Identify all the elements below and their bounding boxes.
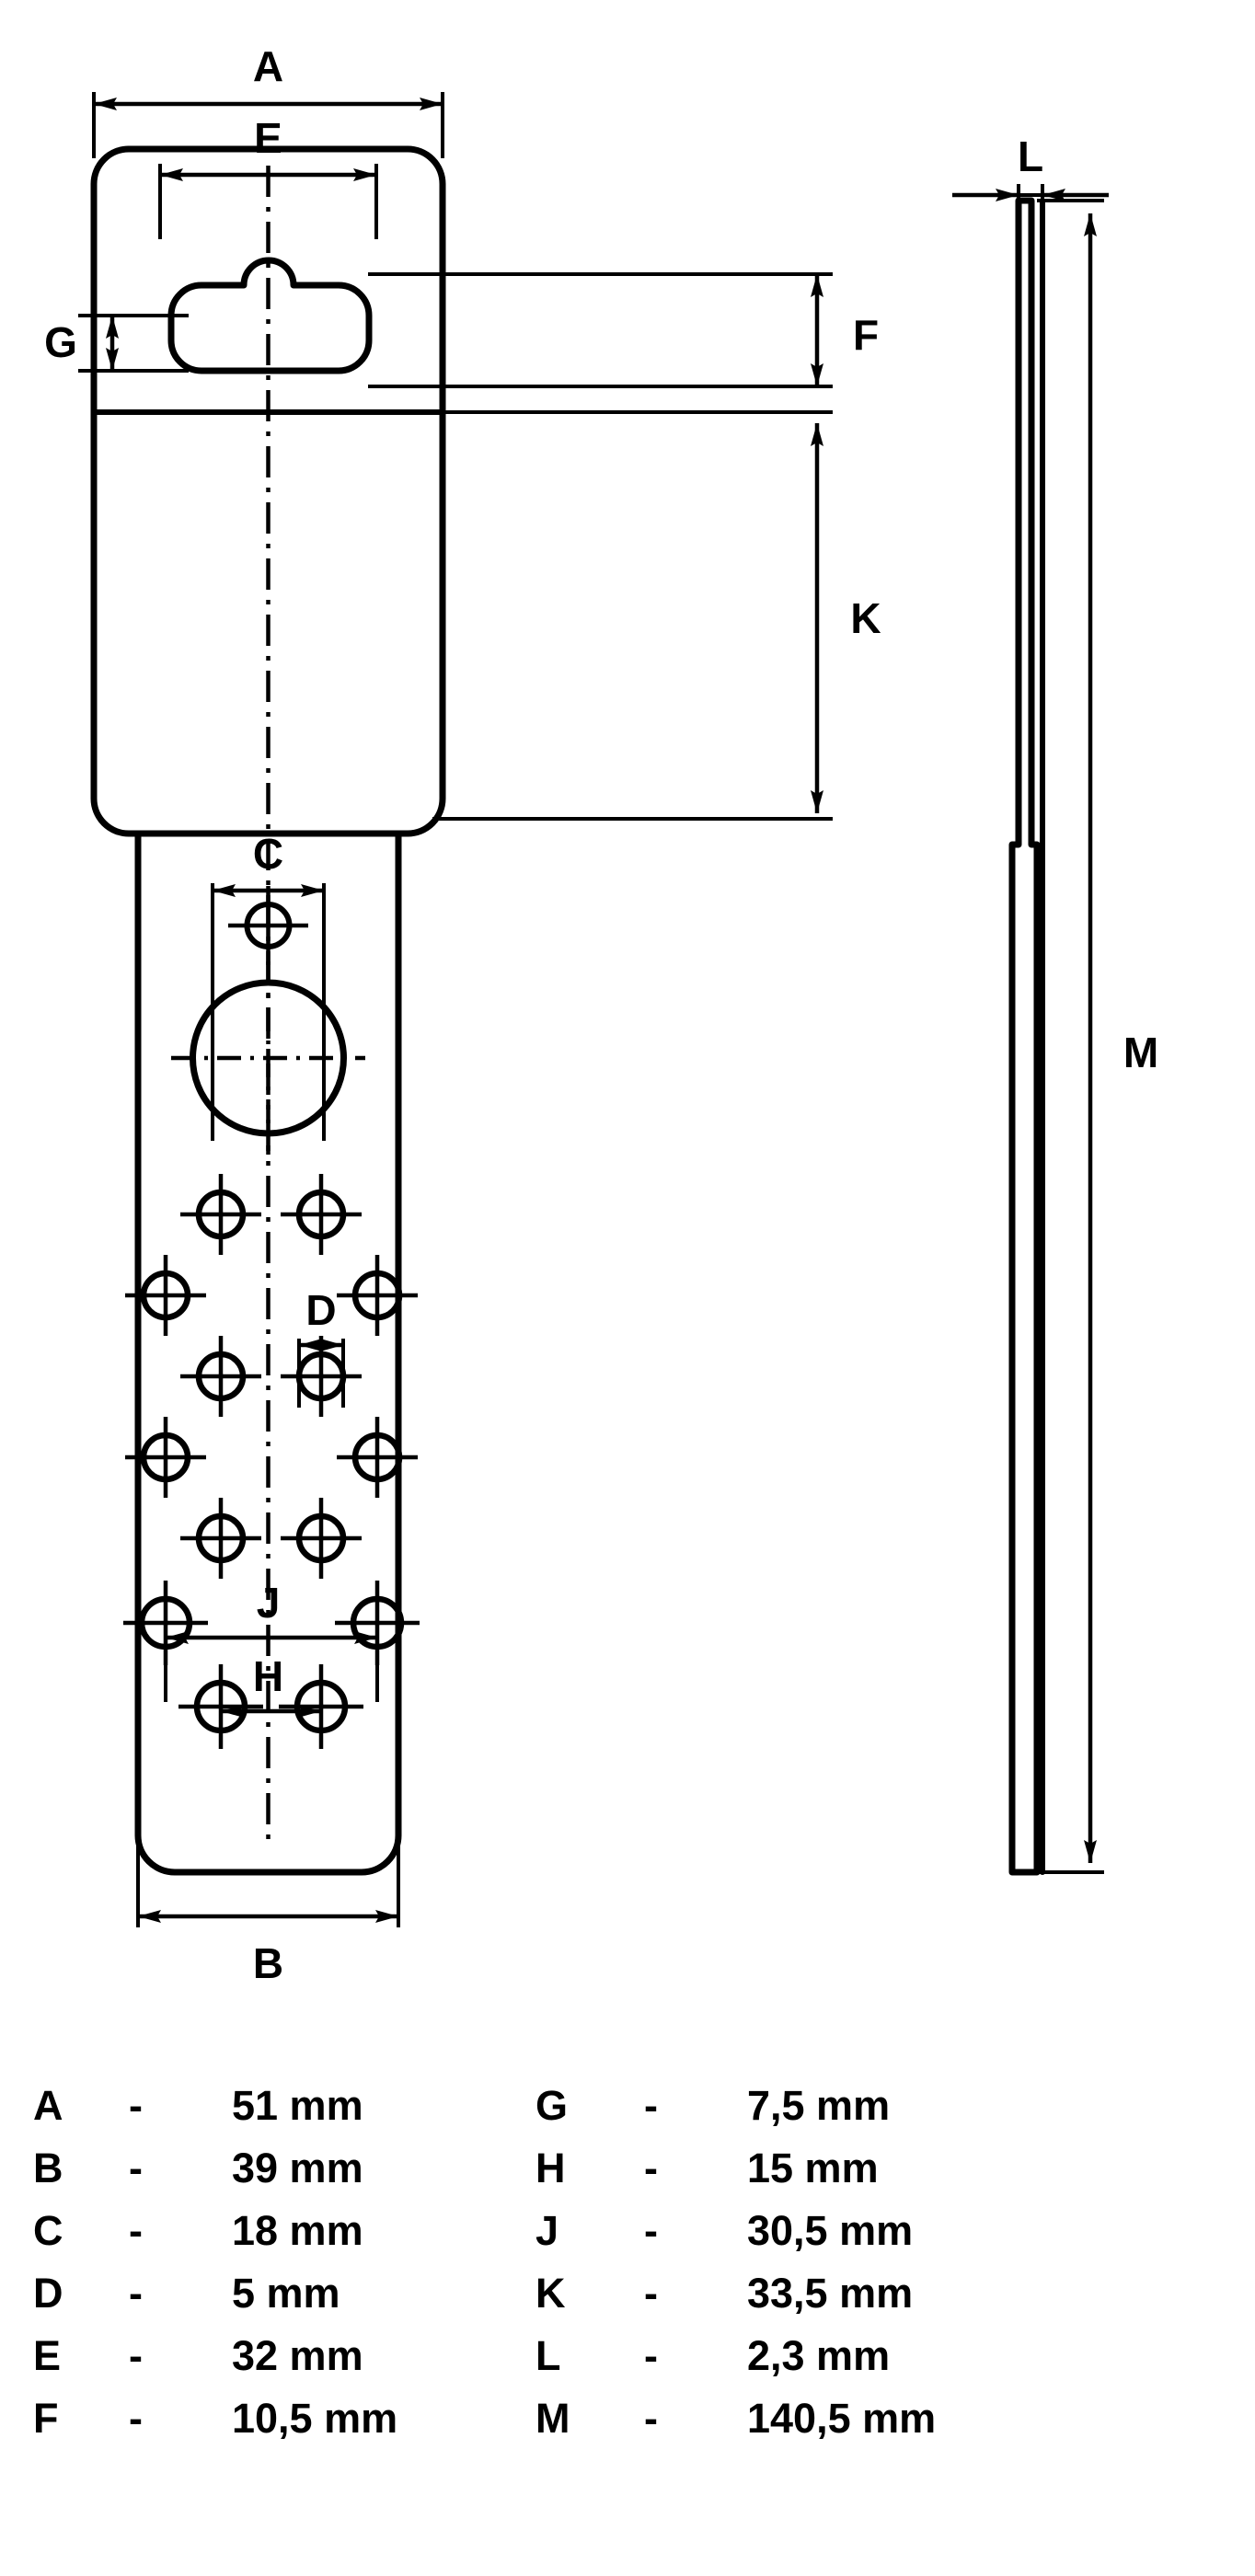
legend-value: 51 mm: [232, 2082, 363, 2129]
dimension-label-h: H: [253, 1652, 283, 1700]
dimension-label-c: C: [253, 830, 283, 878]
hole: [180, 1336, 261, 1417]
legend-dash: -: [644, 2082, 658, 2129]
legend-key: M: [535, 2395, 570, 2442]
blade-outline: [134, 830, 402, 1876]
table-row: A - 51 mm G - 7,5 mm: [33, 2075, 1202, 2137]
legend-dash: -: [644, 2395, 658, 2442]
dimension-label-e: E: [254, 114, 282, 162]
head-outline-right: [125, 145, 446, 837]
legend-dash: -: [129, 2332, 143, 2379]
dimension-b: B: [136, 1831, 400, 1987]
legend-key: G: [535, 2082, 569, 2129]
table-row: E - 32 mm L - 2,3 mm: [33, 2325, 1202, 2387]
table-row: D - 5 mm K - 33,5 mm: [33, 2262, 1202, 2325]
legend-table: A - 51 mm G - 7,5 mm B - 39 mm H - 15 mm…: [33, 2075, 1202, 2450]
dimension-f: F: [368, 272, 879, 388]
dimension-d: D: [297, 1286, 345, 1408]
keyhole-slot: [167, 257, 373, 374]
dimension-k: K: [432, 410, 881, 821]
legend-dash: -: [129, 2270, 143, 2317]
legend-value: 7,5 mm: [747, 2082, 891, 2129]
dimension-label-b: B: [253, 1939, 283, 1987]
legend-value: 5 mm: [232, 2270, 340, 2317]
dimension-l: L: [952, 132, 1109, 241]
dimension-label-g: G: [44, 318, 77, 366]
legend-key: J: [535, 2207, 559, 2254]
legend-key: E: [33, 2332, 62, 2379]
hole: [125, 1417, 206, 1498]
legend-dash: -: [129, 2207, 143, 2254]
legend-key: D: [33, 2270, 63, 2317]
dimension-c: C: [211, 830, 326, 1141]
legend-key: C: [33, 2207, 63, 2254]
legend-dash: -: [129, 2145, 143, 2191]
hole: [180, 1498, 261, 1579]
hole: [281, 1174, 362, 1255]
legend-dash: -: [129, 2082, 143, 2129]
hole: [281, 1498, 362, 1579]
table-row: C - 18 mm J - 30,5 mm: [33, 2200, 1202, 2262]
legend-key: K: [535, 2270, 566, 2317]
dimension-label-m: M: [1123, 1029, 1158, 1076]
legend-value: 18 mm: [232, 2207, 363, 2254]
legend-value: 39 mm: [232, 2145, 363, 2191]
hole: [125, 1255, 206, 1336]
dimension-m: M: [1037, 199, 1158, 1874]
legend-key: F: [33, 2395, 59, 2442]
hole: [180, 1174, 261, 1255]
legend-key: B: [33, 2145, 63, 2191]
legend-value: 2,3 mm: [747, 2332, 891, 2379]
legend-value: 30,5 mm: [747, 2207, 914, 2254]
head-outline-left: [90, 145, 411, 837]
dimension-label-k: K: [850, 594, 881, 642]
dimension-label-d: D: [305, 1286, 336, 1334]
legend-value: 33,5 mm: [747, 2270, 914, 2317]
legend-value: 32 mm: [232, 2332, 363, 2379]
dimension-h: H: [219, 1652, 323, 1748]
legend-dash: -: [644, 2145, 658, 2191]
drawing-canvas: A E G F K: [44, 42, 1158, 1987]
hole: [337, 1417, 418, 1498]
dimension-label-l: L: [1018, 132, 1043, 180]
legend-dash: -: [644, 2332, 658, 2379]
hole: [281, 1336, 362, 1417]
dimension-label-j: J: [257, 1579, 281, 1627]
legend-table-body: A - 51 mm G - 7,5 mm B - 39 mm H - 15 mm…: [33, 2075, 1202, 2450]
front-view-outline: [90, 145, 446, 1876]
legend-value: 15 mm: [747, 2145, 879, 2191]
side-view: [1008, 197, 1045, 1876]
legend-dash: -: [644, 2207, 658, 2254]
hole-grid: [123, 1174, 420, 1749]
hole: [337, 1255, 418, 1336]
dimension-legend: A - 51 mm G - 7,5 mm B - 39 mm H - 15 mm…: [0, 2075, 1255, 2450]
dimension-label-f: F: [853, 311, 879, 359]
dimension-g: G: [44, 314, 189, 373]
legend-key: H: [535, 2145, 566, 2191]
legend-dash: -: [644, 2270, 658, 2317]
dimension-e: E: [158, 114, 378, 239]
legend-value: 10,5 mm: [232, 2395, 398, 2442]
small-top-hole: [228, 886, 308, 965]
dimension-a: A: [92, 42, 444, 158]
large-central-hole: [171, 961, 365, 1155]
legend-value: 140,5 mm: [747, 2395, 937, 2442]
table-row: F - 10,5 mm M - 140,5 mm: [33, 2387, 1202, 2450]
legend-dash: -: [129, 2395, 143, 2442]
dimension-label-a: A: [253, 42, 283, 90]
table-row: B - 39 mm H - 15 mm: [33, 2137, 1202, 2200]
dimension-j: J: [164, 1579, 379, 1702]
legend-key: A: [33, 2082, 63, 2129]
legend-key: L: [535, 2332, 561, 2379]
